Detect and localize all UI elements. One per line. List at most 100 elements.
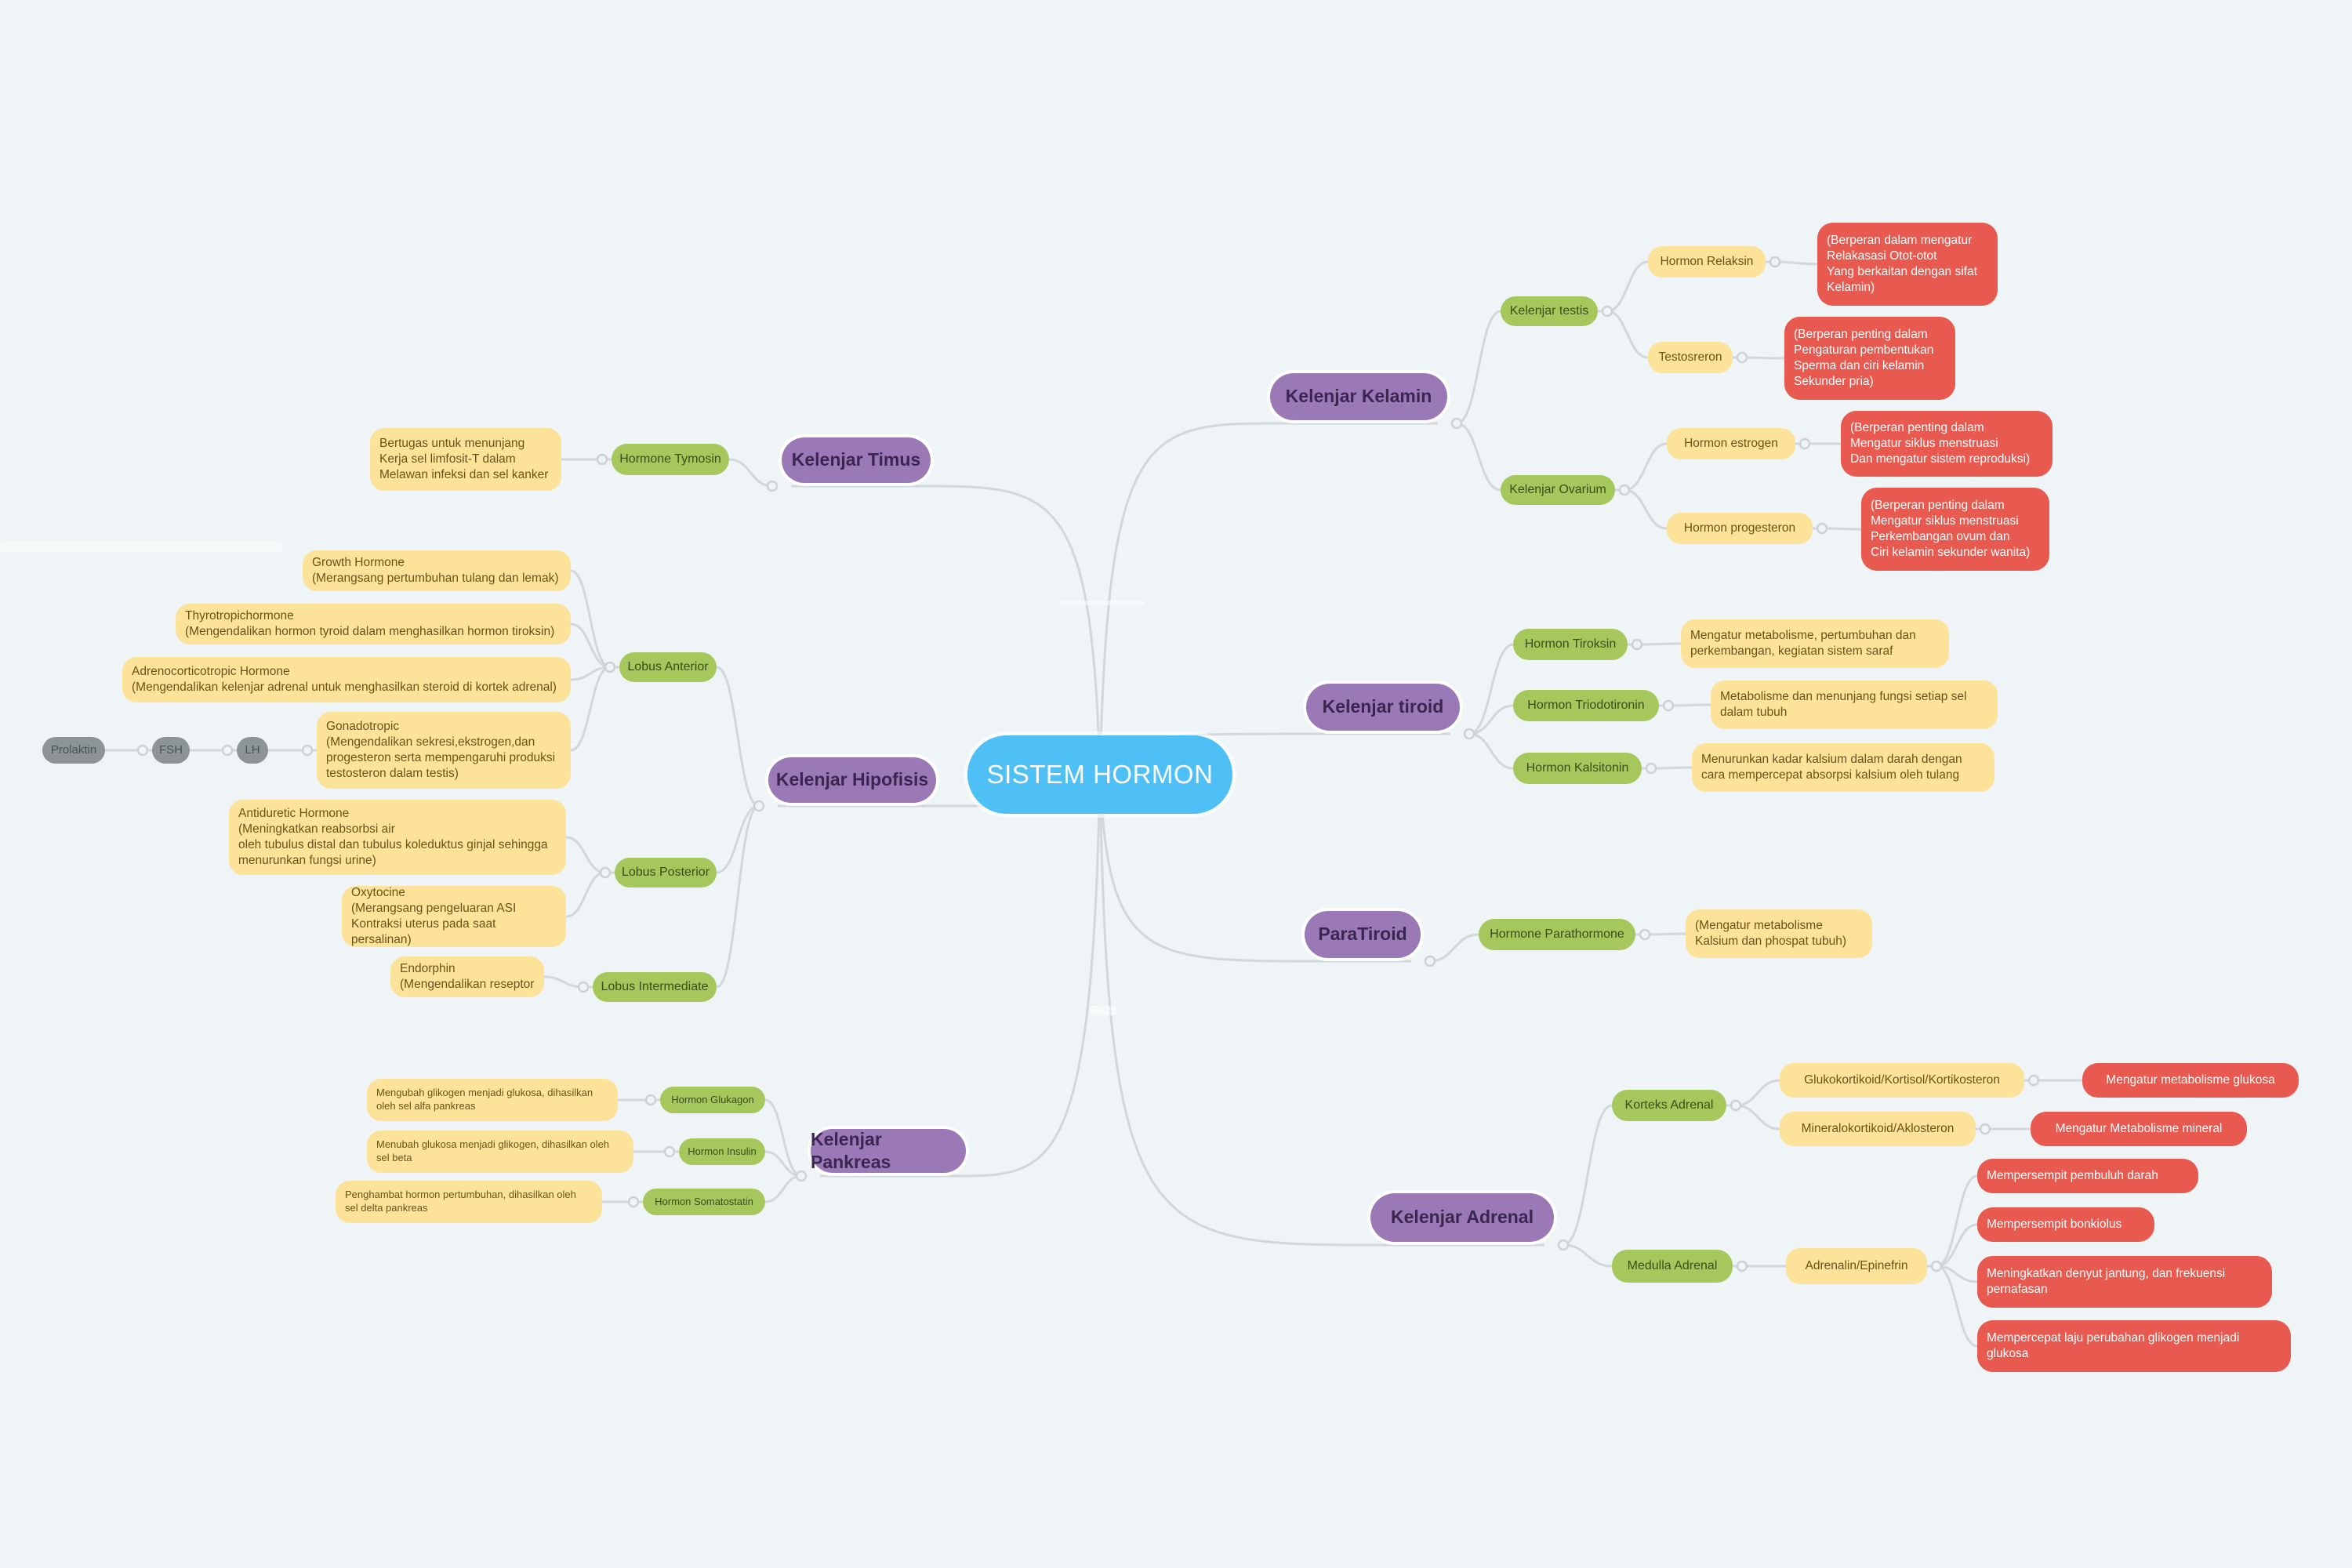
red-node-adrenalin-effect-1[interactable]: Mempersempit pembuluh darah (1977, 1159, 2198, 1193)
main-node-tiroid[interactable]: Kelenjar tiroid (1306, 684, 1460, 731)
connector-dot (1601, 305, 1613, 318)
main-node-hipofisis[interactable]: Kelenjar Hipofisis (768, 757, 936, 803)
link-adrenalin-adr4 (1936, 1265, 1978, 1348)
sub-node-tymosin[interactable]: Hormone Tymosin (612, 444, 729, 475)
leaf-node-tymosin-desc[interactable]: Bertugas untuk menunjang Kerja sel limfo… (370, 428, 561, 491)
red-node-mineralokortikoid-desc[interactable]: Mengatur Metabolisme mineral (2031, 1112, 2247, 1146)
connector-dot (1450, 417, 1463, 430)
red-node-adrenalin-effect-4[interactable]: Mempercepat laju perubahan glikogen menj… (1977, 1320, 2291, 1372)
link-tiroid-tiroksin (1468, 643, 1514, 735)
link-adrenal-medulla (1563, 1243, 1613, 1268)
sub-node-kelenjar-testis[interactable]: Kelenjar testis (1501, 296, 1598, 326)
link-relaksin-relaksin_d (1774, 260, 1818, 266)
connector-dot (599, 866, 612, 879)
leaf-node-tiroksin-desc[interactable]: Mengatur metabolisme, pertumbuhan dan pe… (1681, 619, 1949, 668)
link-tiroid-kalsitonin (1468, 732, 1514, 770)
sub-node-kelenjar-ovarium[interactable]: Kelenjar Ovarium (1501, 475, 1615, 505)
gray-node-prolaktin[interactable]: Prolaktin (42, 737, 105, 764)
sub-node-medulla-adrenal[interactable]: Medulla Adrenal (1612, 1250, 1733, 1283)
leaf-node-glukagon-desc[interactable]: Mengubah glikogen menjadi glukosa, dihas… (367, 1079, 618, 1121)
connector-dot (1639, 928, 1651, 941)
connector-dot (663, 1145, 676, 1158)
connector-dot (1631, 638, 1643, 651)
red-node-progesteron-desc[interactable]: (Berperan penting dalam Mengatur siklus … (1861, 488, 2049, 571)
sub-node-lobus-intermediate[interactable]: Lobus Intermediate (593, 972, 717, 1002)
sub-node-somatostatin[interactable]: Hormon Somatostatin (643, 1189, 765, 1215)
leaf-node-estrogen[interactable]: Hormon estrogen (1667, 428, 1795, 459)
leaf-node-adh[interactable]: Antiduretic Hormone (Meningkatkan reabso… (229, 800, 566, 875)
link-adrenalin-adr1 (1936, 1174, 1978, 1268)
link-adrenalin-adr2 (1936, 1223, 1978, 1268)
link-timus-tymosin (728, 458, 773, 488)
main-node-adrenal[interactable]: Kelenjar Adrenal (1370, 1193, 1554, 1242)
sub-node-parathormone[interactable]: Hormone Parathormone (1479, 919, 1635, 950)
red-node-estrogen-desc[interactable]: (Berperan penting dalam Mengatur siklus … (1841, 411, 2053, 477)
link-posterior-oxy (565, 871, 606, 918)
link-hipofisis-intermediate (716, 804, 760, 989)
link-anterior-gh (570, 569, 611, 669)
connector-dot (577, 981, 590, 993)
red-node-adrenalin-effect-2[interactable]: Mempersempit bonkiolus (1977, 1207, 2154, 1242)
sub-node-tiroksin[interactable]: Hormon Tiroksin (1513, 629, 1628, 660)
link-posterior-adh (565, 836, 606, 874)
link-tiroid-triodo (1468, 704, 1514, 735)
sub-node-triodotironin[interactable]: Hormon Triodotironin (1513, 690, 1659, 721)
leaf-node-insulin-desc[interactable]: Menubah glukosa menjadi glikogen, dihasi… (367, 1131, 633, 1173)
leaf-node-somatostatin-desc[interactable]: Penghambat hormon pertumbuhan, dihasilka… (336, 1181, 602, 1223)
link-intermediate-endorphin (543, 975, 584, 989)
connector-dot (596, 453, 608, 466)
leaf-node-parathormone-desc[interactable]: (Mengatur metabolisme Kalsium dan phospa… (1686, 909, 1872, 958)
sub-node-lobus-anterior[interactable]: Lobus Anterior (619, 652, 717, 682)
link-korteks-mineral (1735, 1104, 1780, 1131)
root-connector-pankreas (820, 774, 1102, 1178)
link-adrenalin-adr3 (1936, 1265, 1978, 1283)
leaf-node-kalsitonin-desc[interactable]: Menurunkan kadar kalsium dalam darah den… (1692, 743, 1994, 792)
leaf-node-tsh[interactable]: Thyrotropichormone (Mengendalikan hormon… (176, 604, 571, 644)
red-node-adrenalin-effect-3[interactable]: Meningkatkan denyut jantung, dan frekuen… (1977, 1256, 2272, 1308)
root-connector-adrenal (1098, 774, 1544, 1247)
sub-node-glukagon[interactable]: Hormon Glukagon (660, 1087, 765, 1113)
ghost-bar (1058, 601, 1145, 605)
gray-node-lh[interactable]: LH (237, 737, 268, 764)
red-node-relaksin-desc[interactable]: (Berperan dalam mengatur Relakasasi Otot… (1817, 223, 1998, 306)
main-node-timus[interactable]: Kelenjar Timus (782, 437, 931, 483)
link-pankreas-somato (764, 1174, 802, 1203)
main-node-pankreas[interactable]: Kelenjar Pankreas (811, 1129, 966, 1173)
connector-dot (1424, 955, 1436, 967)
leaf-node-endorphin[interactable]: Endorphin (Mengendalikan reseptor (390, 956, 544, 997)
connector-dot (1662, 699, 1675, 712)
link-progesteron-progesteron_d (1821, 527, 1862, 531)
leaf-node-gonadotropic[interactable]: Gonadotropic (Mengendalikan sekresi,ekst… (317, 712, 571, 789)
connector-dot (1645, 762, 1657, 775)
root-node[interactable]: SISTEM HORMON (967, 735, 1232, 814)
leaf-node-growth-hormone[interactable]: Growth Hormone (Merangsang pertumbuhan t… (303, 550, 571, 591)
connector-dot (1463, 728, 1475, 740)
leaf-node-glukokortikoid[interactable]: Glukokortikoid/Kortisol/Kortikosteron (1780, 1063, 2024, 1098)
sub-node-kalsitonin[interactable]: Hormon Kalsitonin (1513, 753, 1642, 784)
connector-dot (604, 661, 616, 673)
sub-node-korteks-adrenal[interactable]: Korteks Adrenal (1612, 1090, 1726, 1121)
leaf-node-relaksin[interactable]: Hormon Relaksin (1648, 246, 1766, 278)
link-adrenal-korteks (1563, 1104, 1613, 1247)
leaf-node-testosteron[interactable]: Testosreron (1648, 342, 1733, 373)
link-ovarium-estrogen (1624, 442, 1668, 492)
leaf-node-triodotironin-desc[interactable]: Metabolisme dan menunjang fungsi setiap … (1711, 681, 1998, 729)
sub-node-lobus-posterior[interactable]: Lobus Posterior (615, 858, 717, 887)
main-node-paratiroid[interactable]: ParaTiroid (1305, 911, 1421, 958)
link-anterior-tsh (570, 622, 611, 669)
leaf-node-adrenalin[interactable]: Adrenalin/Epinefrin (1786, 1248, 1927, 1284)
leaf-node-acth[interactable]: Adrenocorticotropic Hormone (Mengendalik… (122, 657, 571, 702)
main-node-kelamin[interactable]: Kelenjar Kelamin (1270, 373, 1447, 420)
leaf-node-oxytocine[interactable]: Oxytocine (Merangsang pengeluaran ASI Ko… (342, 886, 566, 947)
leaf-node-mineralokortikoid[interactable]: Mineralokortikoid/Aklosteron (1780, 1112, 1976, 1146)
gray-node-fsh[interactable]: FSH (152, 737, 190, 764)
red-node-testosteron-desc[interactable]: (Berperan penting dalam Pengaturan pembe… (1784, 317, 1955, 400)
link-anterior-gona (570, 666, 611, 752)
connector-dot (1798, 437, 1811, 450)
leaf-node-progesteron[interactable]: Hormon progesteron (1667, 513, 1813, 544)
sub-node-insulin[interactable]: Hormon Insulin (679, 1138, 765, 1165)
connector-dot (753, 800, 765, 812)
red-node-glukokortikoid-desc[interactable]: Mengatur metabolisme glukosa (2082, 1063, 2299, 1098)
link-hipofisis-anterior (716, 666, 760, 808)
